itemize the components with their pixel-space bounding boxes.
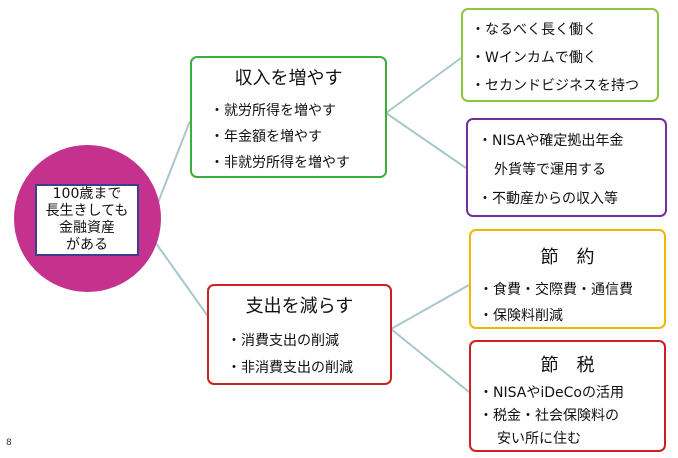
investment-line: ・不動産からの収入等 xyxy=(478,191,618,207)
savings-box: 節 約 ・食費・交際費・通信費 ・保険料削減 xyxy=(469,229,666,329)
work-longer-box: ・なるべく長く働く ・Wインカムで働く ・セカンドビジネスを持つ xyxy=(461,8,659,102)
work-longer-item: ・Wインカムで働く xyxy=(471,50,597,66)
investment-box: ・NISAや確定拠出年金 外貨等で運用する ・不動産からの収入等 xyxy=(466,118,667,217)
root-line: がある xyxy=(66,237,108,253)
connector-income-work xyxy=(385,57,462,114)
work-longer-item: ・セカンドビジネスを持つ xyxy=(471,78,639,94)
root-goal-box: 100歳まで 長生きしても 金融資産 がある xyxy=(35,184,139,256)
page-number: 8 xyxy=(6,438,12,448)
expense-item: ・非消費支出の削減 xyxy=(227,360,353,376)
tax-box: 節 税 ・NISAやiDeCoの活用 ・税金・社会保険料の 安い所に住む xyxy=(469,340,666,452)
savings-title: 節 約 xyxy=(540,247,595,268)
expense-box: 支出を減らす ・消費支出の削減 ・非消費支出の削減 xyxy=(207,284,392,385)
connector-expense-savings xyxy=(390,284,470,330)
tax-title: 節 税 xyxy=(540,355,595,376)
investment-line: 外貨等で運用する xyxy=(494,162,606,178)
income-title: 収入を増やす xyxy=(234,68,343,89)
expense-title: 支出を減らす xyxy=(245,296,354,317)
tax-line: ・税金・社会保険料の xyxy=(479,408,619,424)
tax-line: ・NISAやiDeCoの活用 xyxy=(479,385,624,401)
savings-item: ・食費・交際費・通信費 xyxy=(479,282,633,298)
root-line: 100歳まで xyxy=(52,186,122,202)
connector-income-invest xyxy=(385,112,467,169)
connector-root-expense xyxy=(147,231,213,323)
income-item: ・就労所得を増やす xyxy=(210,103,336,119)
work-longer-item: ・なるべく長く働く xyxy=(471,22,597,38)
income-box: 収入を増やす ・就労所得を増やす ・年金額を増やす ・非就労所得を増やす xyxy=(190,56,387,178)
income-item: ・非就労所得を増やす xyxy=(210,155,350,171)
savings-item: ・保険料削減 xyxy=(479,308,563,324)
root-line: 金融資産 xyxy=(59,220,115,236)
expense-item: ・消費支出の削減 xyxy=(227,333,339,349)
tax-line: 安い所に住む xyxy=(497,431,581,447)
income-item: ・年金額を増やす xyxy=(210,129,322,145)
root-line: 長生きしても xyxy=(45,203,129,219)
investment-line: ・NISAや確定拠出年金 xyxy=(478,133,624,149)
connector-expense-tax xyxy=(390,328,470,393)
